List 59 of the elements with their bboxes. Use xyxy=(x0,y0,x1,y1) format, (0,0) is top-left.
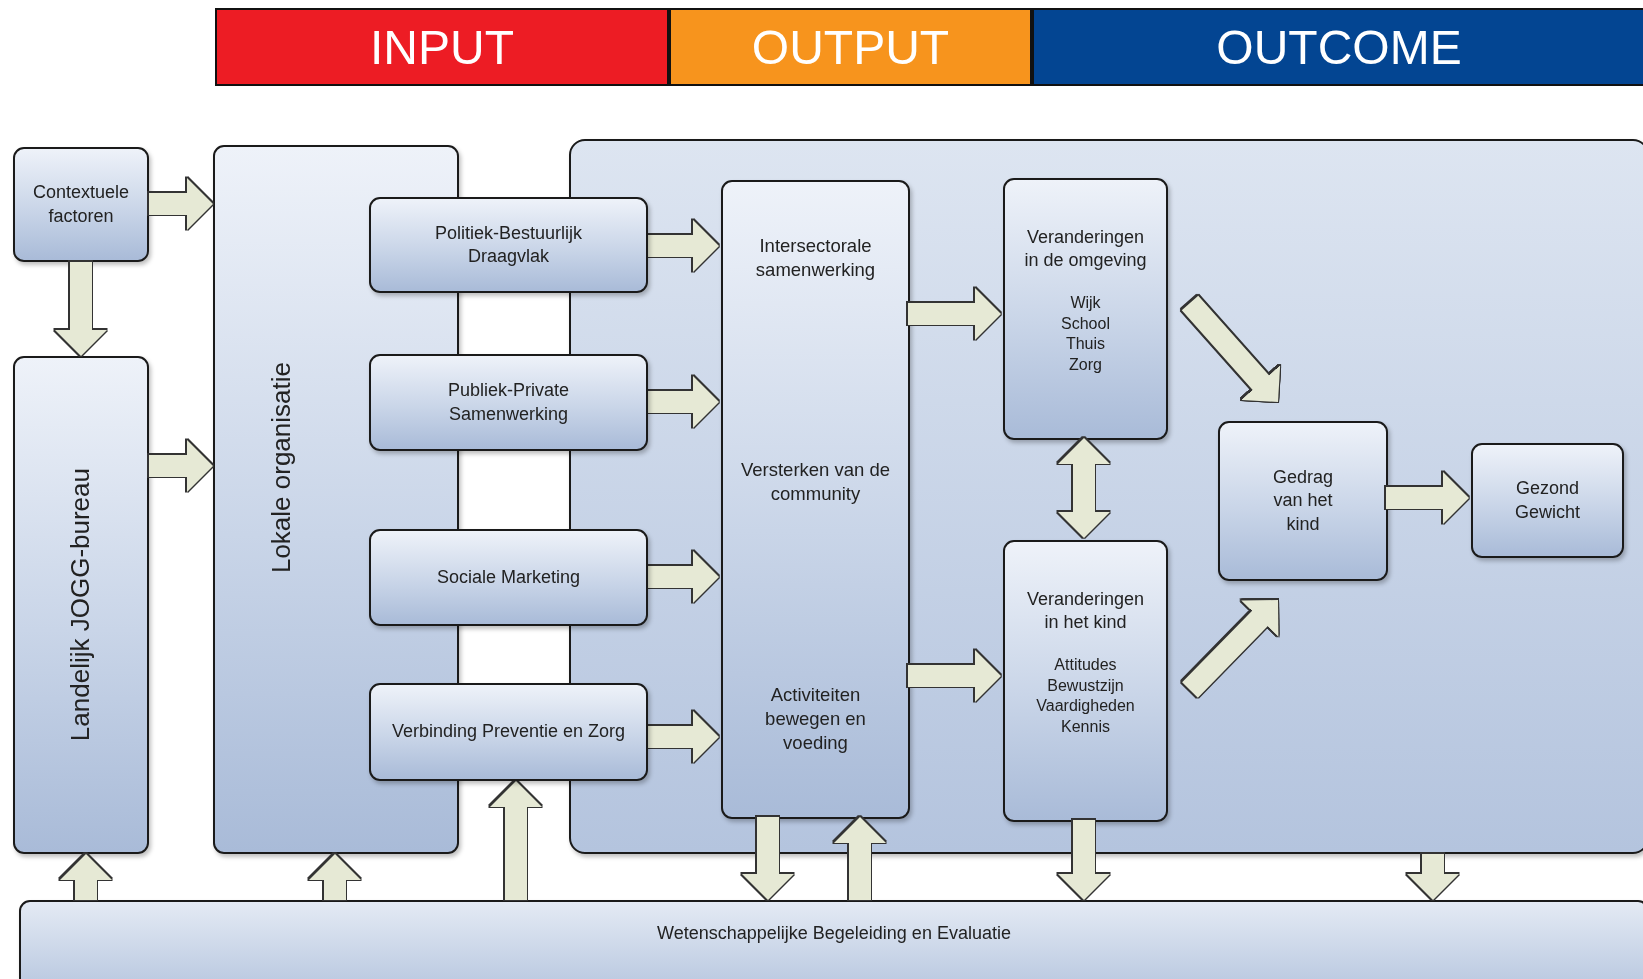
list-item: Activiteiten bewegen en voeding xyxy=(764,682,867,755)
box-label: Gedrag van het kind xyxy=(1271,465,1334,536)
block-arrow xyxy=(1386,472,1469,524)
phase-header-bar xyxy=(215,8,669,86)
box-label: Veranderingen in het kind xyxy=(1025,588,1146,635)
process-box xyxy=(369,354,648,451)
process-box xyxy=(1218,421,1388,581)
list-item: Bewustzijn xyxy=(1047,675,1124,696)
block-arrow xyxy=(1058,820,1110,900)
list-item: School xyxy=(1061,313,1110,334)
box-label: Intersectorale samenwerking xyxy=(754,234,877,283)
box-label: Lokale organisatie xyxy=(265,362,297,574)
box-label: Landelijk JOGG-bureau xyxy=(64,468,97,742)
block-arrow xyxy=(149,178,213,230)
box-label: Gezond Gewicht xyxy=(1514,477,1581,524)
block-arrow xyxy=(490,781,542,900)
process-box xyxy=(1471,443,1624,558)
box-label: Sociale Marketing xyxy=(436,565,581,589)
phase-header-bar xyxy=(1032,8,1643,86)
block-arrow xyxy=(908,288,1001,340)
block-arrow xyxy=(648,376,719,428)
process-box xyxy=(13,147,149,262)
box-label: Politiek-Bestuurlijk Draagvlak xyxy=(433,221,584,268)
block-arrow xyxy=(1058,438,1110,538)
phase-title: INPUT xyxy=(370,19,514,75)
list-item: Wijk xyxy=(1070,292,1101,313)
process-box xyxy=(369,529,648,626)
block-arrow xyxy=(908,650,1001,702)
process-box xyxy=(1003,178,1168,440)
phase-title: OUTPUT xyxy=(751,19,950,75)
organization-box xyxy=(13,356,149,854)
evaluation-band xyxy=(19,900,1643,979)
list-item: Vaardigheden xyxy=(1036,696,1135,717)
box-label: Wetenschappelijke Begeleiding en Evaluatie xyxy=(657,922,1011,945)
block-arrow xyxy=(648,551,719,603)
box-label: Contextuele factoren xyxy=(31,181,131,228)
phase-header-bar xyxy=(669,8,1032,86)
list-item: Attitudes xyxy=(1054,654,1117,675)
list-item: Kennis xyxy=(1061,717,1110,738)
block-arrow xyxy=(1407,854,1459,900)
block-arrow xyxy=(648,711,719,763)
list-item: Thuis xyxy=(1065,334,1106,355)
block-arrow xyxy=(60,854,112,900)
block-arrow xyxy=(834,817,886,900)
activity-column xyxy=(721,180,910,819)
block-arrow xyxy=(648,220,719,272)
block-arrow xyxy=(55,262,107,356)
process-box xyxy=(369,683,648,781)
list-item: Versterken van de community xyxy=(739,458,892,507)
box-label: Verbinding Preventie en Zorg xyxy=(391,720,626,744)
block-arrow xyxy=(309,854,361,900)
process-box xyxy=(1003,540,1168,822)
block-arrow xyxy=(149,440,213,492)
list-item: Zorg xyxy=(1069,355,1102,376)
block-arrow xyxy=(742,817,794,900)
process-box xyxy=(369,197,648,293)
phase-title: OUTCOME xyxy=(1216,19,1462,75)
box-label: Veranderingen in de omgeving xyxy=(1023,226,1148,273)
box-label: Publiek-Private Samenwerking xyxy=(446,379,571,426)
